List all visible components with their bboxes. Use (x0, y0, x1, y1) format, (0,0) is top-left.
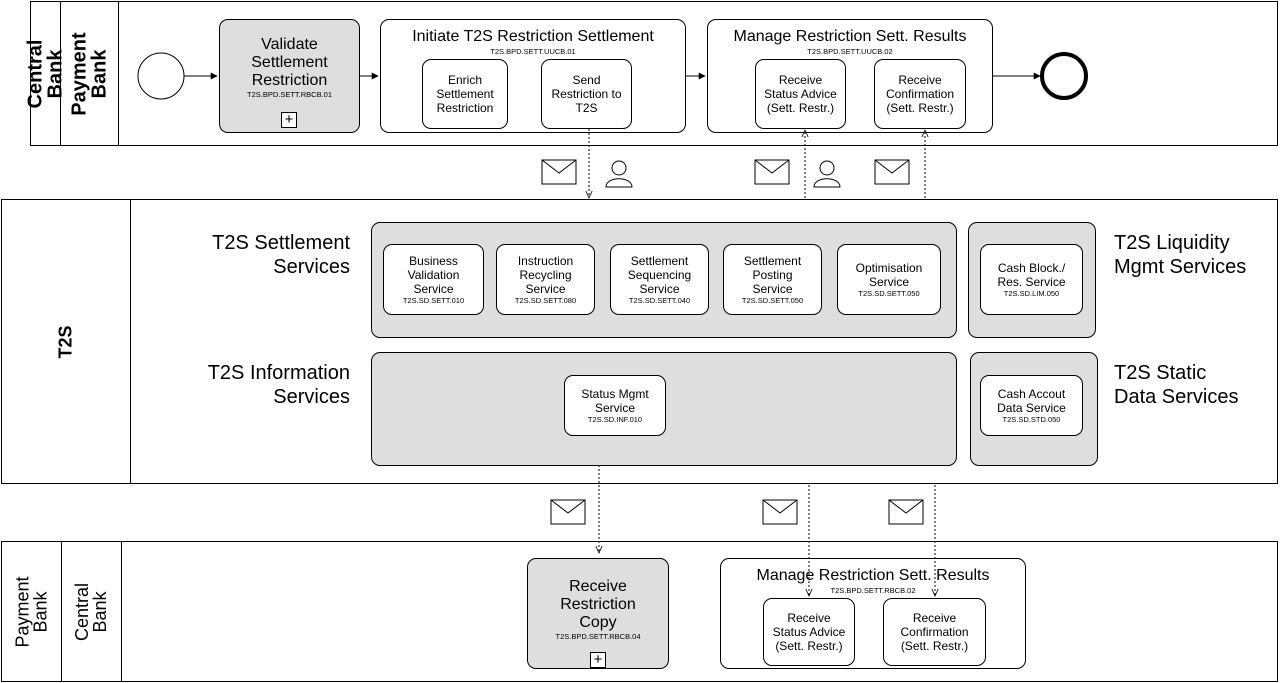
service-code: T2S.SD.STD.050 (1002, 415, 1061, 424)
subprocess-code: T2S.BPD.SETT.UUCB.01 (490, 47, 576, 56)
end-event (1040, 52, 1088, 100)
service-name: Instruction Recycling Service (517, 254, 574, 296)
service-name: Cash Block./ Res. Service (997, 261, 1066, 289)
task-title: Enrich Settlement Restriction (436, 73, 494, 115)
enrich-settlement-restriction-task[interactable]: Enrich Settlement Restriction (422, 59, 508, 129)
task-code: T2S.BPD.SETT.RBCB.01 (246, 89, 333, 99)
service-name: Cash Accout Data Service (997, 387, 1066, 415)
subprocess-code: T2S.BPD.SETT.RBCB.02 (830, 586, 916, 595)
subprocess-title: Manage Restriction Sett. Results (756, 567, 990, 584)
message-envelope-icon (874, 159, 910, 185)
receive-confirmation-task[interactable]: Receive Confirmation (Sett. Restr.) (874, 59, 966, 129)
cash-account-data-service[interactable]: Cash Accout Data Service T2S.SD.STD.050 (980, 375, 1083, 436)
subprocess-marker-icon: + (281, 112, 297, 128)
service-code: T2S.SD.SETT.080 (514, 296, 577, 305)
message-envelope-icon (888, 499, 924, 525)
static-data-services-label: T2S Static Data Services (1114, 362, 1239, 408)
receive-status-advice-task[interactable]: Receive Status Advice (Sett. Restr.) (763, 598, 855, 666)
send-restriction-to-t2s-task[interactable]: Send Restriction to T2S (541, 59, 632, 129)
subprocess-code: T2S.BPD.SETT.UUCB.02 (807, 47, 893, 56)
user-icon (813, 160, 841, 188)
message-envelope-icon (754, 159, 790, 185)
task-title: Receive Restriction Copy (560, 578, 636, 631)
subprocess-marker-icon: + (590, 652, 606, 668)
subprocess-title: Initiate T2S Restriction Settlement (412, 28, 654, 45)
information-services-label: T2S Information Services (207, 362, 350, 408)
liquidity-services-label: T2S Liquidity Mgmt Services (1114, 232, 1247, 278)
service-name: Status Mgmt Service (581, 387, 649, 415)
manage-restriction-results-subprocess-top[interactable]: Manage Restriction Sett. Results T2S.BPD… (707, 19, 993, 133)
message-envelope-icon (541, 159, 577, 185)
cash-blocking-service[interactable]: Cash Block./ Res. Service T2S.SD.LIM.050 (980, 244, 1083, 315)
status-mgmt-service[interactable]: Status Mgmt Service T2S.SD.INF.010 (564, 375, 666, 436)
service-code: T2S.SD.SETT.010 (402, 296, 465, 305)
service-name: Settlement Sequencing Service (627, 254, 692, 296)
user-icon (605, 160, 633, 188)
service-code: T2S.SD.LIM.050 (1003, 289, 1060, 298)
service-code: T2S.SD.SETT.050 (741, 296, 804, 305)
receive-confirmation-task[interactable]: Receive Confirmation (Sett. Restr.) (883, 598, 986, 666)
receive-restriction-copy-task[interactable]: Receive Restriction Copy T2S.BPD.SETT.RB… (527, 558, 669, 669)
service-code: T2S.SD.INF.010 (587, 415, 643, 424)
lane-header-central-bank: Central Bank (25, 2, 67, 145)
manage-restriction-results-subprocess-bottom[interactable]: Manage Restriction Sett. Results T2S.BPD… (720, 558, 1026, 669)
service-code: T2S.SD.SETT.040 (628, 296, 691, 305)
lane-header-payment-bank: Payment Bank (61, 2, 119, 145)
task-title: Receive Confirmation (Sett. Restr.) (900, 611, 969, 653)
validate-settlement-restriction-task[interactable]: Validate Settlement Restriction T2S.BPD.… (219, 19, 360, 133)
receive-status-advice-task[interactable]: Receive Status Advice (Sett. Restr.) (755, 59, 846, 129)
task-code: T2S.BPD.SETT.RBCB.04 (555, 632, 641, 641)
task-title: Receive Status Advice (Sett. Restr.) (772, 611, 846, 653)
start-event (137, 52, 185, 100)
lane-header-central-bank: Central Bank (62, 542, 122, 681)
service-name: Optimisation Service (855, 261, 923, 289)
message-envelope-icon (550, 499, 586, 525)
service-name: Settlement Posting Service (743, 254, 802, 296)
lane-header-payment-bank: Payment Bank (2, 542, 62, 681)
task-title: Validate Settlement Restriction (251, 35, 328, 89)
initiate-restriction-settlement-subprocess[interactable]: Initiate T2S Restriction Settlement T2S.… (380, 19, 686, 133)
t2s-pool-header: T2S (2, 200, 131, 483)
task-title: Receive Confirmation (Sett. Restr.) (885, 73, 955, 115)
task-title: Receive Status Advice (Sett. Restr.) (764, 73, 837, 115)
service-code: T2S.SD.SETT.050 (858, 289, 920, 298)
settlement-services-label: T2S Settlement Services (212, 232, 350, 278)
message-envelope-icon (762, 499, 798, 525)
service-name: Business Validation Service (407, 254, 460, 296)
subprocess-title: Manage Restriction Sett. Results (733, 28, 967, 45)
task-title: Send Restriction to T2S (551, 73, 622, 115)
